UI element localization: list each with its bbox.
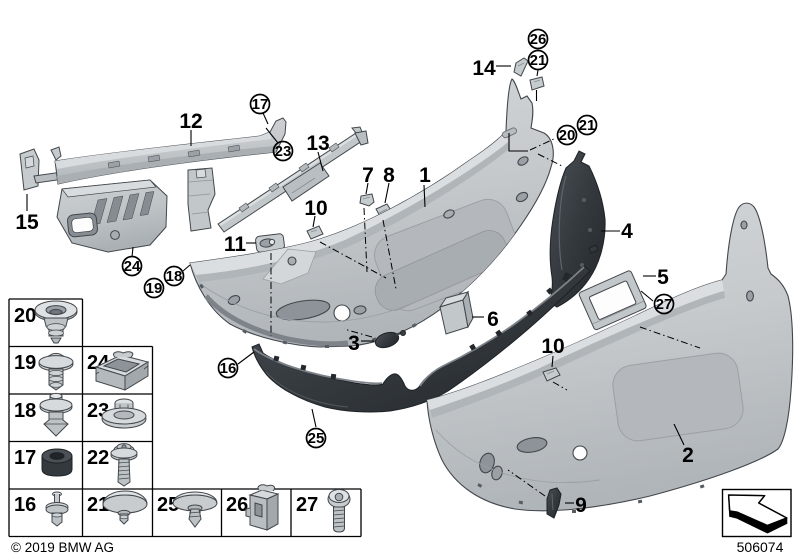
svg-text:19: 19 [14,352,36,374]
svg-text:506074: 506074 [737,539,784,555]
svg-text:9: 9 [575,494,587,517]
svg-text:26: 26 [226,494,248,516]
svg-text:3: 3 [348,332,360,355]
svg-text:21: 21 [530,52,547,69]
svg-text:20: 20 [559,127,576,144]
svg-text:18: 18 [166,268,183,285]
svg-text:10: 10 [541,335,564,358]
svg-text:12: 12 [179,110,202,133]
svg-text:2: 2 [682,444,694,467]
svg-text:16: 16 [220,360,237,377]
svg-text:18: 18 [14,400,36,422]
svg-text:© 2019 BMW AG: © 2019 BMW AG [11,540,114,555]
svg-text:4: 4 [621,220,633,243]
svg-text:23: 23 [275,143,292,160]
svg-text:1: 1 [419,164,431,187]
svg-text:21: 21 [87,494,109,516]
svg-text:19: 19 [146,280,163,297]
svg-text:22: 22 [87,447,109,469]
svg-text:7: 7 [362,164,374,187]
svg-text:6: 6 [487,308,499,331]
svg-text:21: 21 [579,117,596,134]
svg-text:8: 8 [383,164,395,187]
svg-text:25: 25 [308,430,325,447]
svg-text:14: 14 [472,57,496,80]
svg-text:16: 16 [14,494,36,516]
svg-text:17: 17 [14,447,36,469]
svg-text:15: 15 [15,211,39,234]
svg-text:13: 13 [306,132,329,155]
svg-text:27: 27 [656,296,673,313]
svg-text:26: 26 [530,31,547,48]
svg-text:11: 11 [224,233,247,256]
svg-text:5: 5 [657,266,669,289]
svg-text:27: 27 [296,494,318,516]
svg-text:20: 20 [14,305,36,327]
svg-text:10: 10 [304,197,327,220]
svg-text:24: 24 [124,258,141,275]
svg-text:17: 17 [252,96,269,113]
